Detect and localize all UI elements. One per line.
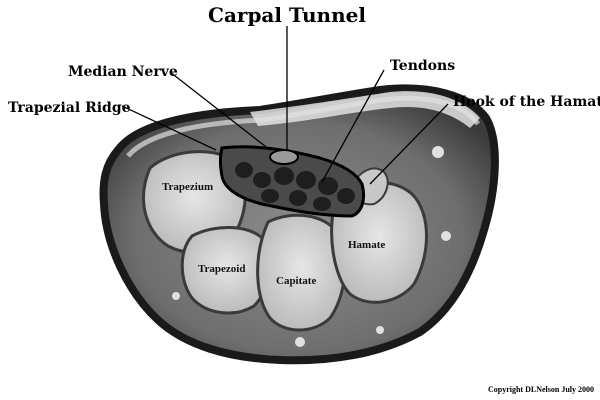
trapezoid-bone — [180, 226, 272, 315]
hamate-label: Hamate — [348, 239, 385, 251]
leader-trapezial-ridge — [121, 105, 217, 151]
median-nerve — [269, 149, 299, 165]
leader-hook-of-hamate — [369, 103, 449, 185]
trapezium-label: Trapezium — [162, 181, 213, 193]
trapezial-ridge-label: Trapezial Ridge — [8, 100, 131, 116]
trapezoid-label: Trapezoid — [198, 263, 245, 275]
median-nerve-label: Median Nerve — [68, 64, 178, 80]
hook-of-hamate-label: Hook of the Hamate — [453, 94, 600, 110]
carpal-tunnel-label: Carpal Tunnel — [208, 3, 366, 27]
tissue-details — [172, 146, 451, 347]
leader-tendons — [321, 69, 385, 183]
leader-lines — [121, 26, 449, 185]
capitate-bone — [256, 213, 347, 332]
palmar-fat-band — [250, 91, 480, 128]
copyright-text: Copyright DLNelson July 2000 — [488, 385, 594, 394]
leader-median-nerve — [169, 71, 271, 151]
tendons-label: Tendons — [390, 58, 455, 74]
capitate-label: Capitate — [276, 275, 316, 287]
tendons-group — [235, 162, 355, 211]
